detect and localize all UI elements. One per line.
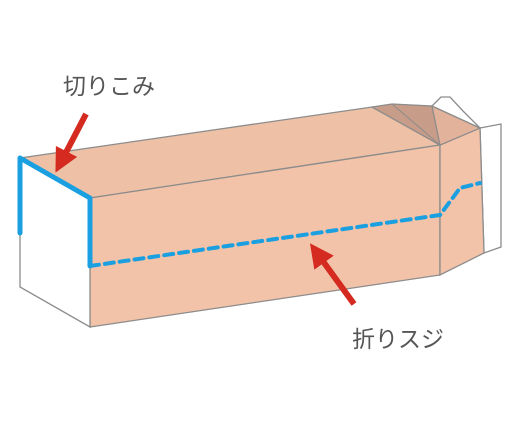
fold-arrow [309,243,357,306]
carton-gable-side [439,127,485,277]
carton-gable-crease [391,103,441,146]
carton-spout [430,96,481,129]
cut-line [17,155,93,269]
cut-label: 切りこみ [63,74,155,100]
fold-line-label: 折りスジ [352,327,444,353]
cut-arrow [55,112,89,173]
fold-line [88,181,482,268]
